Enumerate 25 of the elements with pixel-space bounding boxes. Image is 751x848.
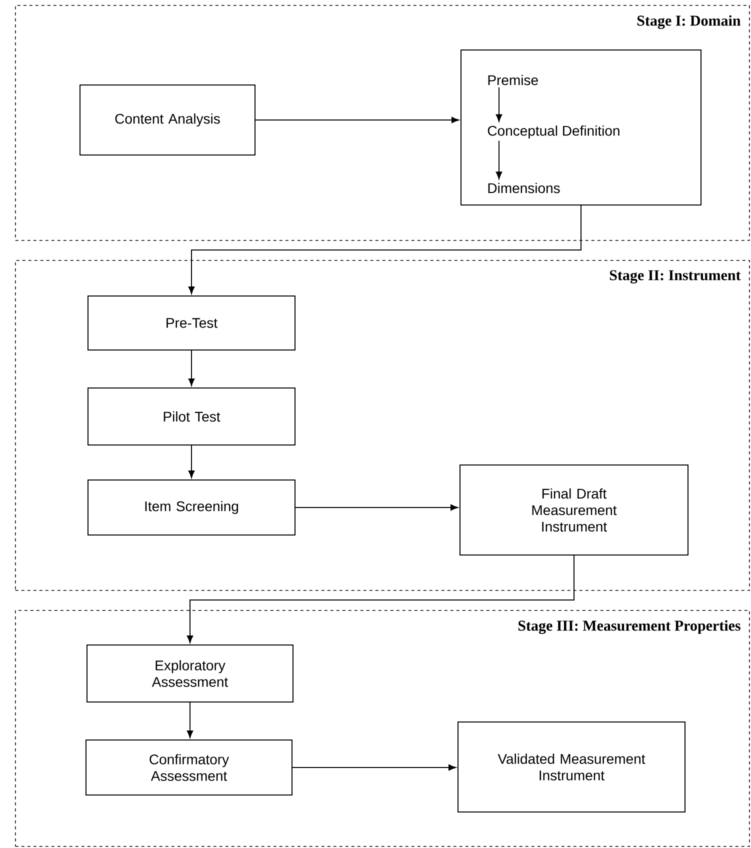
arrow: [188, 350, 195, 386]
arrow: [188, 445, 195, 478]
arrow: [255, 116, 459, 124]
process-box: Pre-Test: [88, 296, 296, 350]
arrow: [496, 140, 502, 180]
process-box: Pilot Test: [88, 388, 296, 446]
process-box: Validated Measurement Instrument: [458, 722, 686, 812]
arrow: [295, 504, 458, 511]
process-box: [460, 50, 702, 206]
step-label: Dimensions: [488, 182, 560, 194]
arrow: [292, 764, 456, 771]
process-box: Exploratory Assessment: [86, 644, 294, 702]
stage-heading: Stage II: Instrument: [610, 270, 741, 284]
step-label: Premise: [488, 74, 538, 86]
step-label: Conceptual Definition: [488, 125, 620, 139]
arrow: [496, 86, 502, 122]
stage-heading: Stage I: Domain: [637, 15, 741, 29]
arrow: [186, 702, 194, 738]
stage-heading: Stage III: Measurement Properties: [518, 620, 740, 634]
arrow: [188, 205, 582, 294]
process-box: Final Draft Measurement Instrument: [460, 464, 688, 556]
process-box: Content Analysis: [80, 84, 256, 156]
arrow: [186, 555, 574, 643]
process-box: Item Screening: [88, 480, 296, 536]
process-box: Confirmatory Assessment: [86, 740, 292, 796]
